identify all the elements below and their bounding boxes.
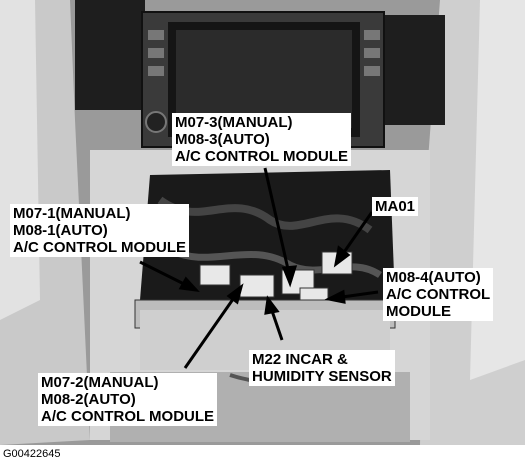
callout-m07-3: M07-3(MANUAL) M08-3(AUTO) A/C CONTROL MO… [172, 113, 352, 166]
callout-line: M07-2(MANUAL) [41, 374, 159, 391]
callout-line: MODULE [386, 303, 451, 320]
callout-line: HUMIDITY SENSOR [252, 368, 392, 385]
callout-line: A/C CONTROL MODULE [41, 408, 215, 425]
callout-ma01: MA01 [372, 197, 419, 216]
callout-m22: M22 INCAR & HUMIDITY SENSOR [249, 350, 395, 386]
callout-m08-4: M08-4(AUTO) A/C CONTROL MODULE [383, 268, 494, 321]
callout-line: MA01 [375, 198, 416, 215]
callout-line: A/C CONTROL MODULE [175, 148, 349, 165]
callout-line: M08-2(AUTO) [41, 391, 136, 408]
callout-line: M22 INCAR & [252, 351, 348, 368]
callout-line: M08-3(AUTO) [175, 131, 270, 148]
callout-line: M08-1(AUTO) [13, 222, 108, 239]
leader-lines [139, 167, 379, 369]
callout-line: A/C CONTROL [386, 286, 491, 303]
callout-line: M07-3(MANUAL) [175, 114, 293, 131]
callout-m07-2: M07-2(MANUAL) M08-2(AUTO) A/C CONTROL MO… [38, 373, 218, 426]
callout-m07-1: M07-1(MANUAL) M08-1(AUTO) A/C CONTROL MO… [10, 204, 190, 257]
callout-line: A/C CONTROL MODULE [13, 239, 187, 256]
figure-id: G00422645 [3, 448, 61, 460]
callout-line: M07-1(MANUAL) [13, 205, 131, 222]
callout-line: M08-4(AUTO) [386, 269, 481, 286]
